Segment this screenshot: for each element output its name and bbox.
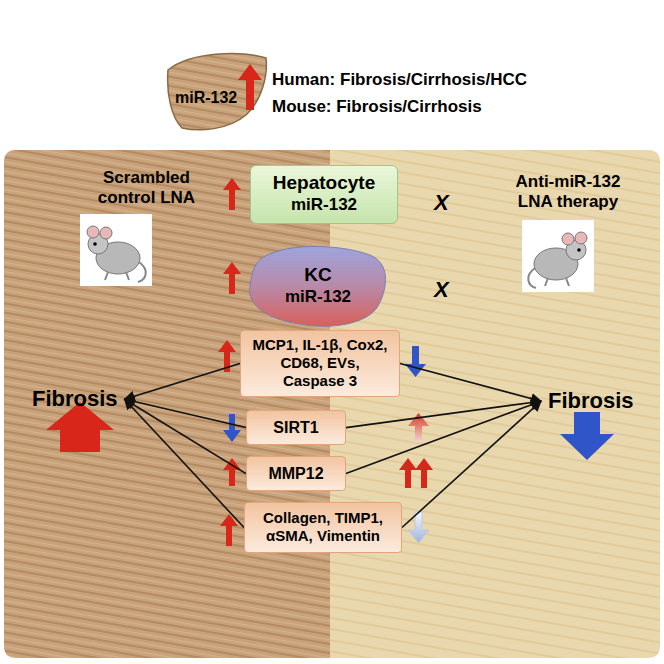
node-text: Anti-miR-132 LNA therapy [498, 172, 638, 213]
outcome-node: Fibrosis [28, 384, 122, 414]
node-text: Fibrosis [32, 386, 118, 412]
node-text: MCP1, IL-1β, Cox2, CD68, EVs, Caspase 3 [249, 336, 391, 390]
kupffer-cell-node: KCmiR-132 [252, 250, 384, 326]
node-text: MMP12 [253, 464, 339, 483]
therapy-panel [330, 150, 660, 658]
node-text: Scrambled control LNA [84, 168, 209, 209]
connector-arrow [125, 364, 240, 400]
node-text: KC [258, 264, 378, 287]
control-panel-node: Scrambled control LNA Fibrosis [4, 150, 330, 658]
down-arrow [408, 512, 429, 543]
up-arrow [238, 64, 262, 110]
liver-shape [168, 54, 267, 130]
outcome-node: Fibrosis [544, 386, 638, 416]
liver-node: miR-132 [165, 52, 265, 132]
node-text: miR-132 [175, 88, 265, 107]
blocked-mark: X [434, 277, 449, 303]
connector-arrow [346, 401, 541, 427]
process-box: MMP12 [246, 456, 346, 491]
connector-arrow [402, 401, 541, 527]
process-box: Collagen, TIMP1, αSMA, Vimentin [244, 502, 402, 553]
down-arrow [405, 346, 426, 377]
mouse-icon [522, 220, 594, 292]
caption-line: Mouse: Fibrosis/Cirrhosis [272, 97, 482, 117]
node-text: Fibrosis [548, 388, 634, 414]
node-text: miR-132 [258, 287, 378, 307]
kupffer-cell-shape [250, 246, 386, 326]
hepatocyte-box: HepatocytemiR-132 [250, 165, 398, 224]
process-box: SIRT1 [246, 410, 346, 445]
blocked-mark: X [434, 190, 449, 216]
connector-arrow [400, 364, 541, 402]
connector-arrow [125, 399, 246, 473]
node-text: SIRT1 [253, 418, 339, 437]
double-up-arrow [399, 458, 433, 488]
connector-arrow [125, 399, 246, 427]
control-panel [4, 150, 330, 658]
node-text: miR-132 [257, 195, 391, 215]
node-text: Collagen, TIMP1, αSMA, Vimentin [253, 509, 393, 545]
connector-arrow [125, 399, 244, 527]
mouse-icon [80, 214, 152, 286]
process-box: MCP1, IL-1β, Cox2, CD68, EVs, Caspase 3 [240, 330, 400, 397]
caption-line: Human: Fibrosis/Cirrhosis/HCC [272, 70, 527, 90]
decrease-arrow [560, 412, 614, 460]
node-text: Hepatocyte [257, 172, 391, 195]
therapy-panel-node: Anti-miR-132 LNA therapyFibrosis [330, 150, 660, 658]
down-arrow [223, 414, 241, 442]
connector-arrow [346, 401, 541, 473]
up-arrows [218, 178, 241, 546]
